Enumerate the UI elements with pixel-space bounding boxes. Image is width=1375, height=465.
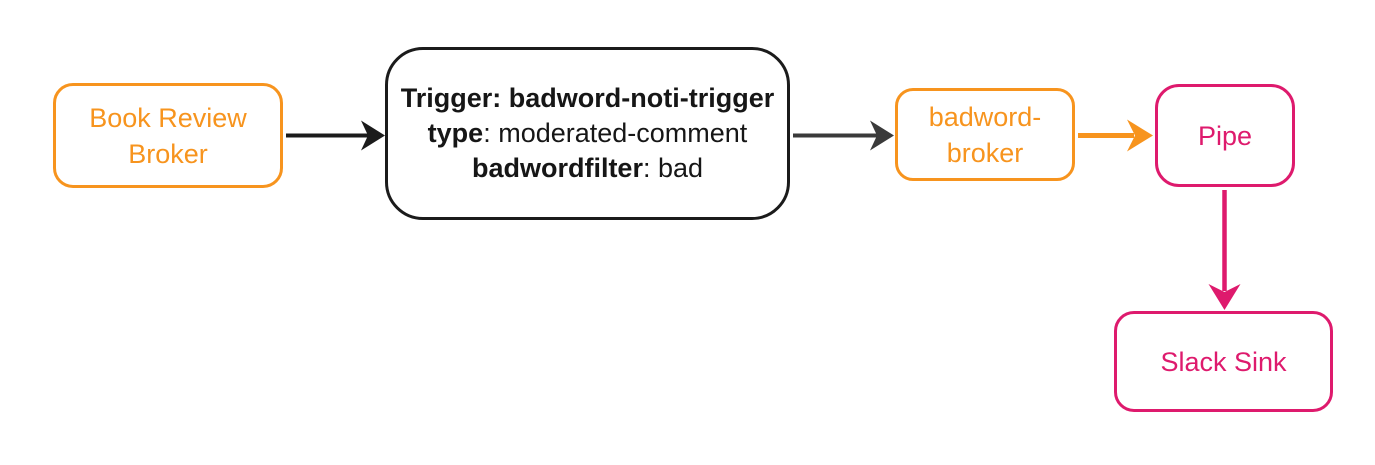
trigger-line3-value: : bad xyxy=(642,153,704,183)
node-pipe-label: Pipe xyxy=(1197,120,1253,151)
node-slack-sink-label: Slack Sink xyxy=(1160,346,1287,377)
node-slack-sink: Slack Sink xyxy=(1114,311,1333,412)
node-badword-broker: badword- broker xyxy=(895,88,1075,181)
arrowhead-icon xyxy=(1208,284,1241,310)
arrowhead-icon xyxy=(870,120,894,151)
edge-trigger-to-badword-broker xyxy=(793,120,894,151)
node-book-review-broker-label: Book Review Broker xyxy=(89,102,247,169)
trigger-line2-key: type xyxy=(427,118,484,148)
edge-badword-broker-to-pipe xyxy=(1078,119,1153,152)
trigger-line1: Trigger: badword-noti-trigger xyxy=(400,83,775,113)
trigger-line3-key: badwordfilter xyxy=(471,153,643,183)
trigger-line2-value: : moderated-comment xyxy=(483,118,748,148)
node-book-review-broker: Book Review Broker xyxy=(53,83,283,188)
node-badword-broker-label: badword- broker xyxy=(928,101,1042,168)
node-pipe: Pipe xyxy=(1155,84,1295,187)
trigger-line3: badwordfilter: bad xyxy=(472,151,703,186)
edge-book-review-broker-to-trigger xyxy=(286,120,385,151)
arrowhead-icon xyxy=(361,120,385,151)
edge-pipe-to-slack-sink xyxy=(1208,190,1241,310)
trigger-line2: type: moderated-comment xyxy=(428,116,748,151)
node-trigger: Trigger: badword-noti-trigger type: mode… xyxy=(385,47,790,220)
arrowhead-icon xyxy=(1127,119,1153,152)
